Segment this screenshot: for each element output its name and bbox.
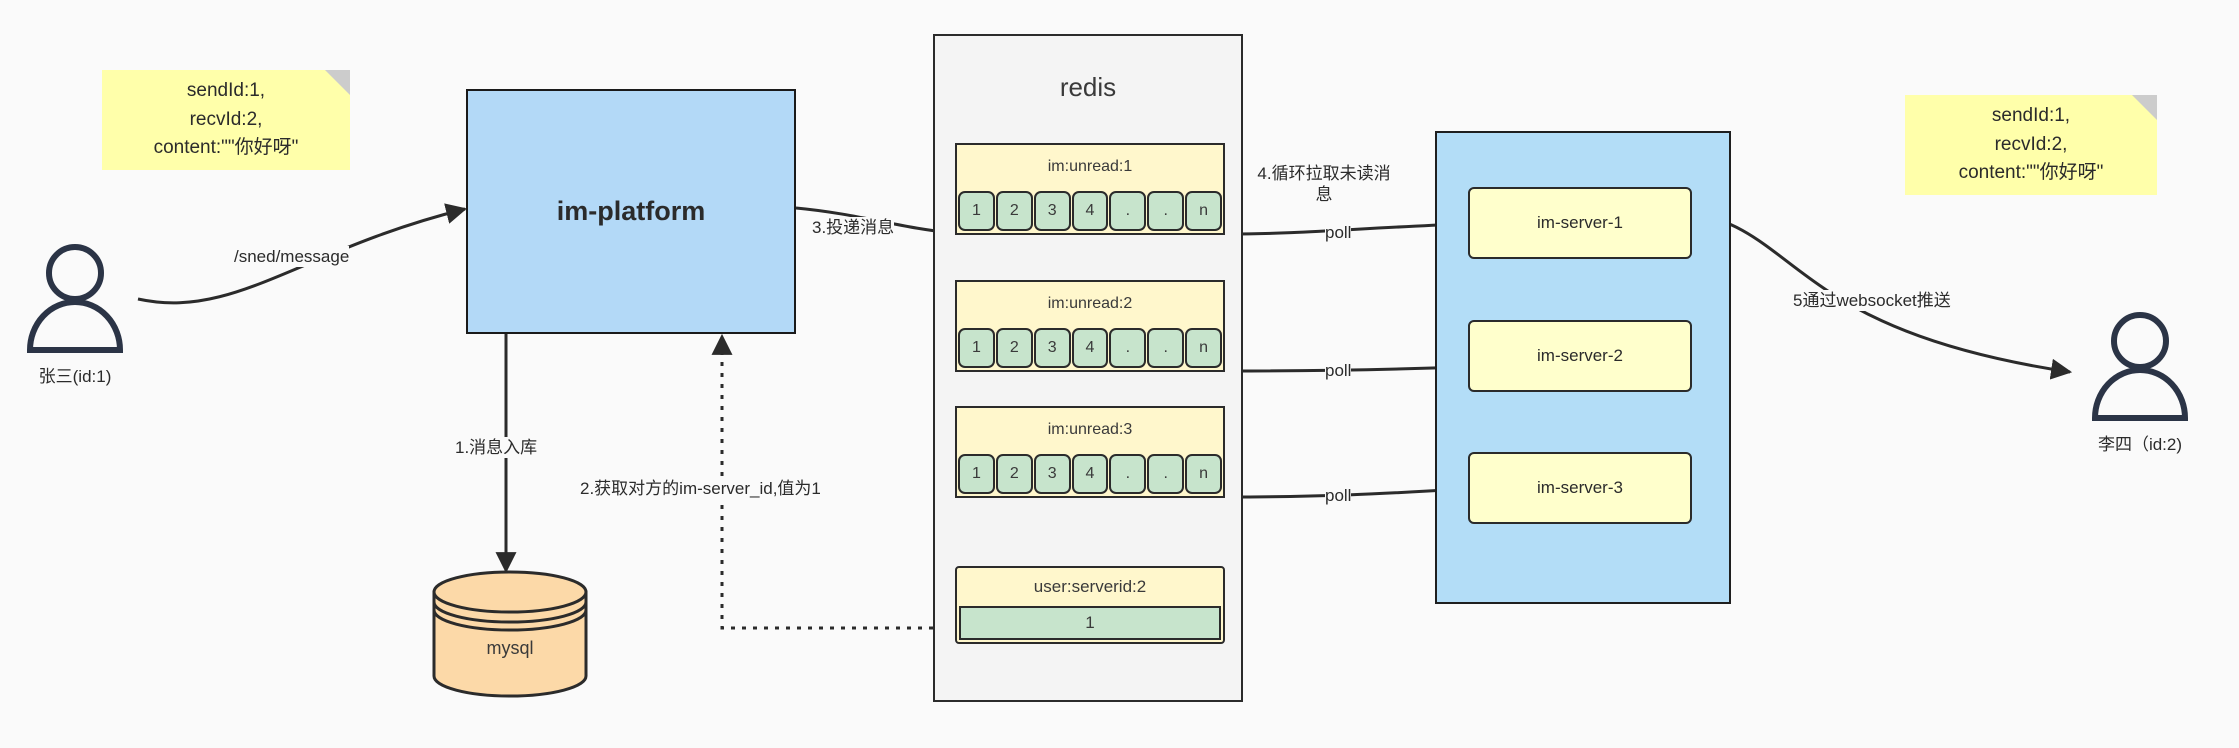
- im-platform-box[interactable]: im-platform: [466, 89, 796, 334]
- redis-list-3-cells: 1 2 3 4 . . n: [957, 454, 1223, 496]
- im-server-2-box[interactable]: im-server-2: [1468, 320, 1692, 392]
- list-cell: 3: [1033, 328, 1071, 368]
- list-cell: 3: [1033, 191, 1071, 231]
- note-right-line-3: content:""你好呀": [1958, 162, 2104, 184]
- receiver-actor: [2085, 308, 2195, 423]
- list-cell: n: [1185, 328, 1223, 368]
- redis-list-1-key: im:unread:1: [1047, 158, 1133, 175]
- im-server-1-box[interactable]: im-server-1: [1468, 187, 1692, 259]
- mysql-datastore[interactable]: mysql: [430, 570, 590, 698]
- list-cell: .: [1109, 454, 1147, 494]
- note-right: sendId:1, recvId:2, content:""你好呀": [1905, 95, 2157, 195]
- list-cell: 2: [995, 191, 1033, 231]
- redis-list-2-cells: 1 2 3 4 . . n: [957, 328, 1223, 370]
- list-cell: 2: [995, 328, 1033, 368]
- note-fold-icon: [2132, 95, 2157, 120]
- redis-kv-user-serverid[interactable]: user:serverid:2 1: [955, 566, 1225, 644]
- edge-label-poll-3: poll: [1325, 485, 1352, 507]
- note-left-line-1: sendId:1,: [186, 80, 266, 102]
- list-cell: 1: [958, 328, 995, 368]
- list-cell: n: [1185, 191, 1223, 231]
- sender-actor: [20, 240, 130, 355]
- user-icon: [2091, 312, 2189, 421]
- list-cell: .: [1147, 454, 1185, 494]
- list-cell: n: [1185, 454, 1223, 494]
- user-icon: [26, 244, 124, 353]
- note-left-line-3: content:""你好呀": [153, 137, 299, 159]
- edge-label-step2: 2.获取对方的im-server_id,值为1: [580, 478, 821, 500]
- redis-list-1-cells: 1 2 3 4 . . n: [957, 191, 1223, 233]
- list-cell: 1: [958, 191, 995, 231]
- im-platform-label: im-platform: [556, 196, 706, 226]
- list-cell: .: [1109, 328, 1147, 368]
- im-server-2-label: im-server-2: [1537, 346, 1623, 365]
- im-server-3-label: im-server-3: [1537, 478, 1623, 497]
- edge-label-poll-2: poll: [1325, 360, 1352, 382]
- note-right-line-2: recvId:2,: [1994, 133, 2068, 155]
- note-fold-icon: [325, 70, 350, 95]
- receiver-caption: 李四（id:2): [2097, 435, 2183, 454]
- im-server-3-box[interactable]: im-server-3: [1468, 452, 1692, 524]
- list-cell: .: [1147, 191, 1185, 231]
- list-cell: 3: [1033, 454, 1071, 494]
- redis-list-3-key: im:unread:3: [1047, 421, 1133, 438]
- edge-label-step4: 4.循环拉取未读消息: [1253, 163, 1395, 206]
- mysql-label: mysql: [486, 638, 534, 658]
- edge-label-step1: 1.消息入库: [455, 437, 538, 459]
- edge-label-poll-1: poll: [1325, 222, 1352, 244]
- redis-list-2[interactable]: im:unread:2 1 2 3 4 . . n: [955, 280, 1225, 372]
- redis-title: redis: [1059, 72, 1117, 102]
- redis-kv-key: user:serverid:2: [1033, 577, 1147, 596]
- list-cell: 4: [1071, 191, 1109, 231]
- note-left-line-2: recvId:2,: [189, 108, 263, 130]
- list-cell: .: [1109, 191, 1147, 231]
- edge-label-step3: 3.投递消息: [812, 217, 895, 239]
- edge-label-send-message: /sned/message: [234, 246, 350, 268]
- edge-label-step5: 5通过websocket推送: [1793, 290, 1951, 312]
- im-server-1-label: im-server-1: [1537, 213, 1623, 232]
- list-cell: 4: [1071, 454, 1109, 494]
- redis-list-2-key: im:unread:2: [1047, 295, 1133, 312]
- redis-list-3[interactable]: im:unread:3 1 2 3 4 . . n: [955, 406, 1225, 498]
- database-icon: [432, 570, 588, 698]
- sender-caption: 张三(id:1): [38, 367, 112, 386]
- list-cell: 4: [1071, 328, 1109, 368]
- redis-list-1[interactable]: im:unread:1 1 2 3 4 . . n: [955, 143, 1225, 235]
- redis-kv-value: 1: [959, 606, 1221, 640]
- list-cell: .: [1147, 328, 1185, 368]
- list-cell: 2: [995, 454, 1033, 494]
- note-left: sendId:1, recvId:2, content:""你好呀": [102, 70, 350, 170]
- list-cell: 1: [958, 454, 995, 494]
- note-right-line-1: sendId:1,: [1991, 105, 2071, 127]
